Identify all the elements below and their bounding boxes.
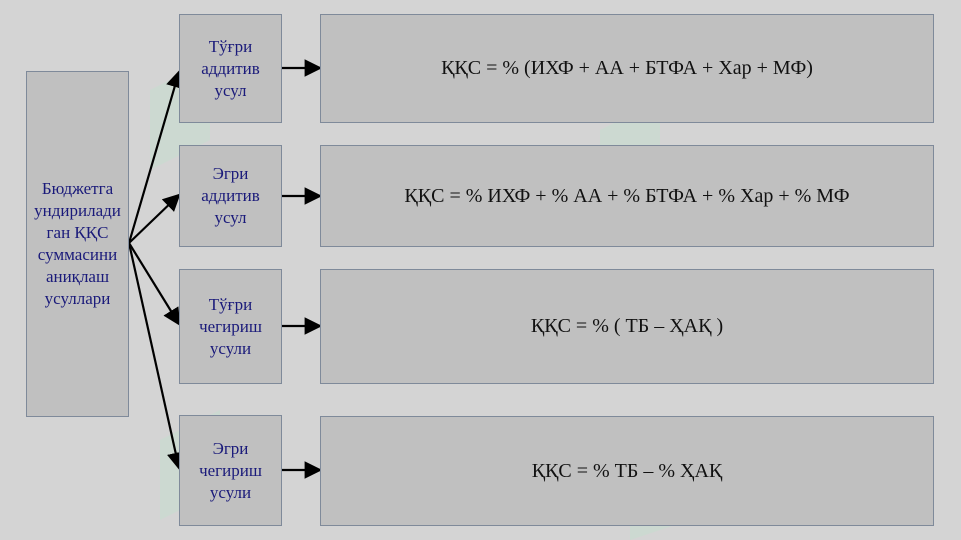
method-box-indirect-deduction: Эгри чегириш усули bbox=[179, 415, 282, 526]
root-box: Бюджетга ундирилади ган ҚҚС суммасини ан… bbox=[26, 71, 129, 417]
formula-text: ҚҚС = % ( ТБ – ҲАҚ ) bbox=[530, 315, 724, 337]
formula-text: ҚҚС = % (ИХФ + АА + БТФА + Хар + МФ) bbox=[441, 57, 813, 79]
arrow-to-method-4 bbox=[127, 242, 185, 471]
formula-text: ҚҚС = % ТБ – % ҲАҚ bbox=[531, 459, 723, 482]
method-label: Тўғри аддитив усул bbox=[201, 36, 260, 100]
method-label: Эгри аддитив усул bbox=[201, 164, 260, 227]
root-label: Бюджетга ундирилади ган ҚҚС суммасини ан… bbox=[34, 179, 121, 308]
method-box-direct-additive: Тўғри аддитив усул bbox=[179, 14, 282, 123]
formula-box-3: ҚҚС = % ( ТБ – ҲАҚ ) bbox=[320, 269, 934, 384]
method-label: Эгри чегириш усули bbox=[199, 438, 262, 502]
method-label: Тўғри чегириш усули bbox=[199, 294, 262, 358]
formula-text: ҚҚС = % ИХФ + % АА + % БТФА + % Хар + % … bbox=[404, 184, 850, 207]
formula-box-1: ҚҚС = % (ИХФ + АА + БТФА + Хар + МФ) bbox=[320, 14, 934, 123]
arrow-to-method-3 bbox=[128, 242, 181, 326]
arrow-to-method-2 bbox=[128, 193, 181, 244]
formula-box-2: ҚҚС = % ИХФ + % АА + % БТФА + % Хар + % … bbox=[320, 145, 934, 247]
method-box-indirect-additive: Эгри аддитив усул bbox=[179, 145, 282, 247]
arrow-to-method-1 bbox=[127, 69, 184, 244]
formula-box-4: ҚҚС = % ТБ – % ҲАҚ bbox=[320, 416, 934, 526]
method-box-direct-deduction: Тўғри чегириш усули bbox=[179, 269, 282, 384]
